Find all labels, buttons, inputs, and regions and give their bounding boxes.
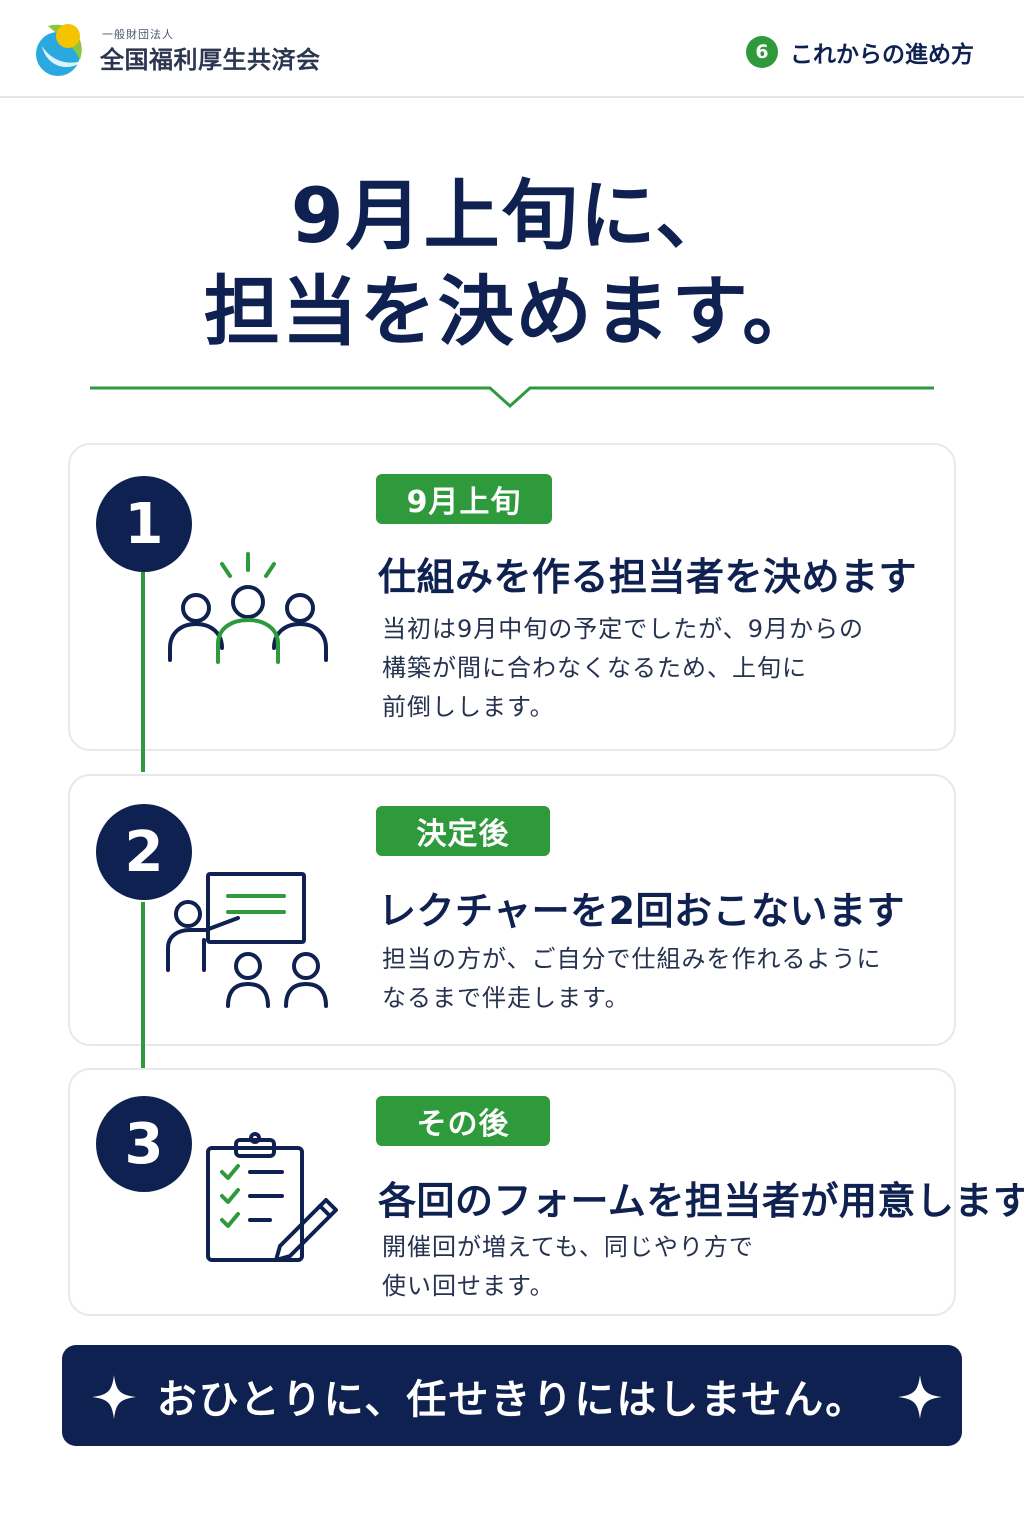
step-number-2: 2: [96, 804, 192, 900]
body-line: なるまで伴走します。: [382, 984, 630, 1012]
body-line: 構築が間に合わなくなるため、上旬に: [382, 654, 807, 682]
title-line-2: 担当を決めます。: [203, 267, 821, 356]
body-line: 使い回せます。: [382, 1272, 555, 1300]
step-number-1: 1: [96, 476, 192, 572]
body-line: 当初は9月中旬の予定でしたが、9月からの: [382, 615, 865, 643]
step-body-1: 当初は9月中旬の予定でしたが、9月からの 構築が間に合わなくなるため、上旬に 前…: [382, 610, 942, 727]
body-line: 開催回が増えても、同じやり方で: [382, 1233, 754, 1261]
message-banner: おひとりに、任せきりにはしません。: [62, 1345, 962, 1446]
step-heading-3: 各回のフォームを担当者が用意します: [378, 1179, 1024, 1223]
step-tag-3: その後: [376, 1096, 550, 1146]
title-divider: [90, 386, 934, 409]
step-heading-1: 仕組みを作る担当者を決めます: [378, 555, 918, 599]
page-title: 9月上旬に、 担当を決めます。: [0, 168, 1024, 360]
team-people-icon: [168, 552, 328, 664]
org-subtitle: 一般財団法人: [102, 28, 174, 41]
step-number-badge: 6: [746, 36, 778, 68]
step-tag-2: 決定後: [376, 806, 550, 856]
step-heading-2: レクチャーを2回おこないます: [378, 889, 906, 933]
step-tag-1: 9月上旬: [376, 474, 552, 524]
organization-logo-icon: [36, 24, 84, 76]
lecture-presentation-icon: [166, 872, 328, 1008]
step-body-3: 開催回が増えても、同じやり方で 使い回せます。: [382, 1228, 942, 1306]
clipboard-checklist-icon: [206, 1132, 338, 1262]
step-body-2: 担当の方が、ご自分で仕組みを作れるように なるまで伴走します。: [382, 940, 942, 1018]
sparkle-icon: [92, 1375, 136, 1419]
body-line: 前倒しします。: [382, 693, 555, 721]
section-title: これからの進め方: [790, 42, 974, 68]
org-name: 全国福利厚生共済会: [100, 45, 321, 74]
step-number-3: 3: [96, 1096, 192, 1192]
timeline-connector: [141, 902, 145, 1068]
sparkle-icon: [898, 1375, 942, 1419]
timeline-connector: [141, 572, 145, 772]
banner-text: おひとりに、任せきりにはしません。: [156, 1376, 868, 1423]
header: 一般財団法人 全国福利厚生共済会 6 これからの進め方: [0, 0, 1024, 98]
body-line: 担当の方が、ご自分で仕組みを作れるように: [382, 945, 882, 973]
title-line-1: 9月上旬に、: [290, 171, 734, 260]
